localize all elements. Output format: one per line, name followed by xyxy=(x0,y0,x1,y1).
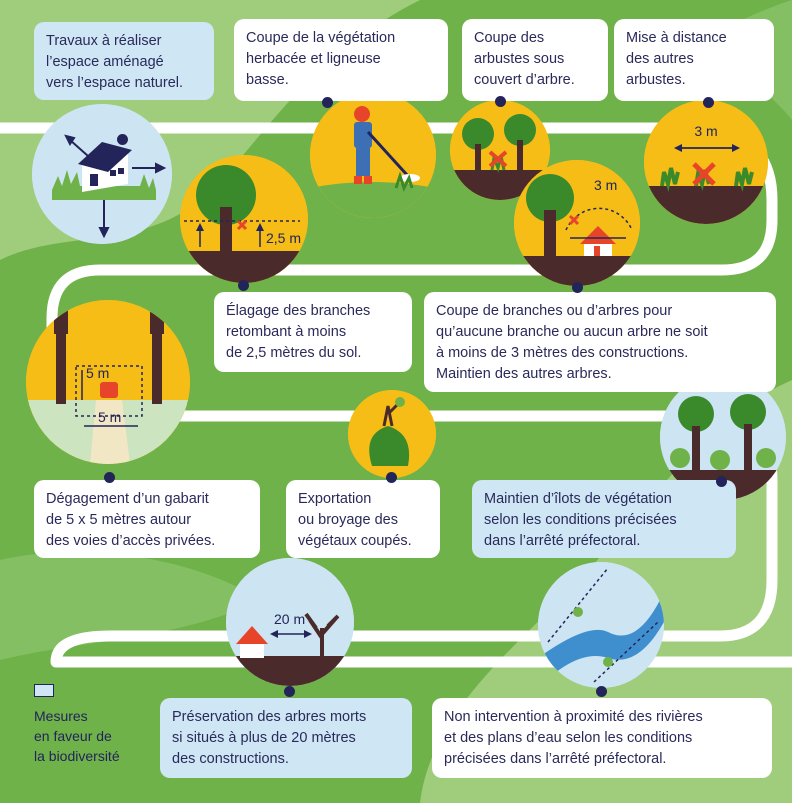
connector-dot-ilots xyxy=(716,476,727,487)
circle-amenage xyxy=(32,104,172,244)
circle-herbacee xyxy=(310,92,436,218)
circle-gabarit: 5 m 5 m xyxy=(26,300,190,464)
circle-arbres-morts: 20 m xyxy=(226,558,354,686)
card-constructions: Coupe de branches ou d’arbres pour qu’au… xyxy=(424,292,776,392)
dead-tree-distance-icon: 20 m xyxy=(226,558,354,686)
card-gabarit: Dégagement d’un gabarit de 5 x 5 mètres … xyxy=(34,480,260,558)
card-amenage: Travaux à réaliser l’espace aménagé vers… xyxy=(34,22,214,100)
connector-dot-distance xyxy=(703,97,714,108)
connector-dot-herbacee xyxy=(322,97,333,108)
card-exportation: Exportation ou broyage des végétaux coup… xyxy=(286,480,440,558)
shrub-spacing-icon: 3 m xyxy=(644,100,768,224)
card-arbres-morts: Préservation des arbres morts si situés … xyxy=(160,698,412,778)
connector-dot-arbres-morts xyxy=(284,686,295,697)
connector-dot-gabarit xyxy=(104,472,115,483)
brush-cutter-worker-icon xyxy=(310,92,436,218)
constructions-measure: 3 m xyxy=(594,177,617,193)
house-arrows-icon xyxy=(32,104,172,244)
dead-tree-measure: 20 m xyxy=(274,611,305,627)
river-icon xyxy=(538,562,664,688)
circle-rivieres xyxy=(538,562,664,688)
card-elagage: Élagage des branches retombant à moins d… xyxy=(214,292,412,372)
green-waste-bag-icon xyxy=(348,390,436,478)
gabarit-vertical-measure: 5 m xyxy=(86,365,109,381)
connector-dot-exportation xyxy=(386,472,397,483)
fire-truck-clearance-icon: 5 m 5 m xyxy=(26,300,190,464)
card-ilots: Maintien d’îlots de végétation selon les… xyxy=(472,480,736,558)
gabarit-horizontal-measure: 5 m xyxy=(98,409,121,425)
card-arbustes: Coupe des arbustes sous couvert d’arbre. xyxy=(462,19,608,101)
connector-dot-arbustes xyxy=(495,96,506,107)
connector-dot-rivieres xyxy=(596,686,607,697)
circle-elagage: 2,5 m xyxy=(180,155,308,283)
circle-distance: 3 m xyxy=(644,100,768,224)
mid-field-left xyxy=(0,552,260,660)
pruning-measure: 2,5 m xyxy=(266,230,301,246)
card-rivieres: Non intervention à proximité des rivière… xyxy=(432,698,772,778)
card-herbacee: Coupe de la végétation herbacée et ligne… xyxy=(234,19,448,101)
legend-label: Mesures en faveur de la biodiversité xyxy=(34,708,120,764)
circle-exportation xyxy=(348,390,436,478)
tree-near-house-icon: 3 m xyxy=(514,160,640,286)
connector-dot-elagage xyxy=(238,280,249,291)
distance-measure: 3 m xyxy=(694,123,717,139)
card-distance: Mise à distance des autres arbustes. xyxy=(614,19,774,101)
legend-swatch xyxy=(34,684,54,697)
connector-dot-constructions xyxy=(572,282,583,293)
pruning-tree-icon: 2,5 m xyxy=(180,155,308,283)
connector-dot-amenage xyxy=(117,134,128,145)
circle-constructions: 3 m xyxy=(514,160,640,286)
